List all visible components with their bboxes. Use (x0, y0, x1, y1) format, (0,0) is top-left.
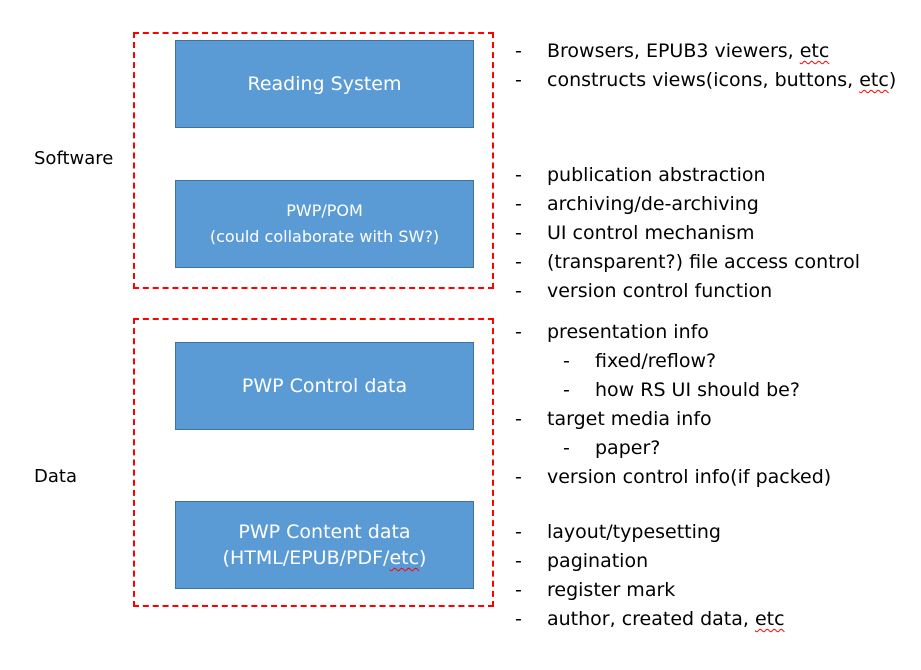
bullet-dash: - (515, 321, 522, 343)
item-text: presentation info (547, 321, 709, 343)
item-text: layout/typesetting (547, 521, 721, 543)
bullet-dash: - (515, 164, 522, 186)
reading-system-block: Reading System (175, 40, 474, 128)
item-text: version control info(if packed) (547, 466, 832, 488)
bullet-dash: - (515, 579, 522, 601)
spellcheck-flagged-word: etc (389, 547, 420, 569)
software-group-box (133, 32, 494, 289)
item-text: how RS UI should be? (595, 379, 800, 401)
item-text: constructs views(icons, buttons, etc) (547, 66, 896, 95)
spellcheck-flagged-word: etc (859, 69, 889, 91)
data-label: Data (34, 466, 77, 487)
data-group-box (133, 318, 494, 607)
item-text: publication abstraction (547, 164, 766, 186)
item-text: fixed/reflow? (595, 350, 717, 372)
block-subtitle: (could collaborate with SW?) (209, 227, 440, 246)
block-subtitle: (HTML/EPUB/PDF/etc) (223, 545, 427, 571)
bullet-dash: - (515, 466, 522, 488)
bullet-dash: - (515, 521, 522, 543)
pwp-pom-block: PWP/POM (could collaborate with SW?) (175, 180, 474, 268)
item-text: Browsers, EPUB3 viewers, etc (547, 37, 829, 66)
bullet-dash: - (563, 437, 570, 459)
software-label: Software (34, 148, 114, 169)
bullet-dash: - (515, 408, 522, 430)
bullet-dash: - (563, 350, 570, 372)
bullet-dash: - (515, 251, 522, 273)
subtitle-part: (HTML/EPUB/PDF/ (222, 547, 390, 569)
text-part: ) (888, 69, 897, 91)
item-text: author, created data, etc (547, 605, 785, 634)
text-part: author, created data, (547, 608, 755, 630)
item-text: version control function (547, 280, 773, 302)
bullet-dash: - (515, 222, 522, 244)
spellcheck-flagged-word: etc (799, 40, 830, 62)
bullet-dash: - (515, 193, 522, 215)
bullet-dash: - (563, 379, 570, 401)
pwp-control-data-block: PWP Control data (175, 342, 474, 430)
spellcheck-flagged-word: etc (754, 608, 785, 630)
block-title: PWP Content data (238, 521, 411, 543)
bullet-dash: - (515, 280, 522, 302)
bullet-dash: - (515, 608, 522, 630)
block-title: PWP Control data (241, 375, 408, 397)
item-text: pagination (547, 550, 649, 572)
block-title: Reading System (247, 73, 402, 95)
text-part: Browsers, EPUB3 viewers, (547, 40, 800, 62)
bullet-dash: - (515, 40, 522, 62)
item-text: target media info (547, 408, 712, 430)
item-text: archiving/de-archiving (547, 193, 759, 215)
block-title: PWP/POM (286, 201, 363, 220)
bullet-dash: - (515, 550, 522, 572)
item-text: paper? (595, 437, 661, 459)
bullet-dash: - (515, 69, 522, 91)
item-text: UI control mechanism (547, 222, 755, 244)
item-text: (transparent?) file access control (547, 251, 860, 273)
pwp-content-data-block: PWP Content data (HTML/EPUB/PDF/etc) (175, 501, 474, 589)
subtitle-part: ) (419, 547, 427, 569)
text-part: constructs views(icons, buttons, (547, 69, 860, 91)
item-text: register mark (547, 579, 676, 601)
